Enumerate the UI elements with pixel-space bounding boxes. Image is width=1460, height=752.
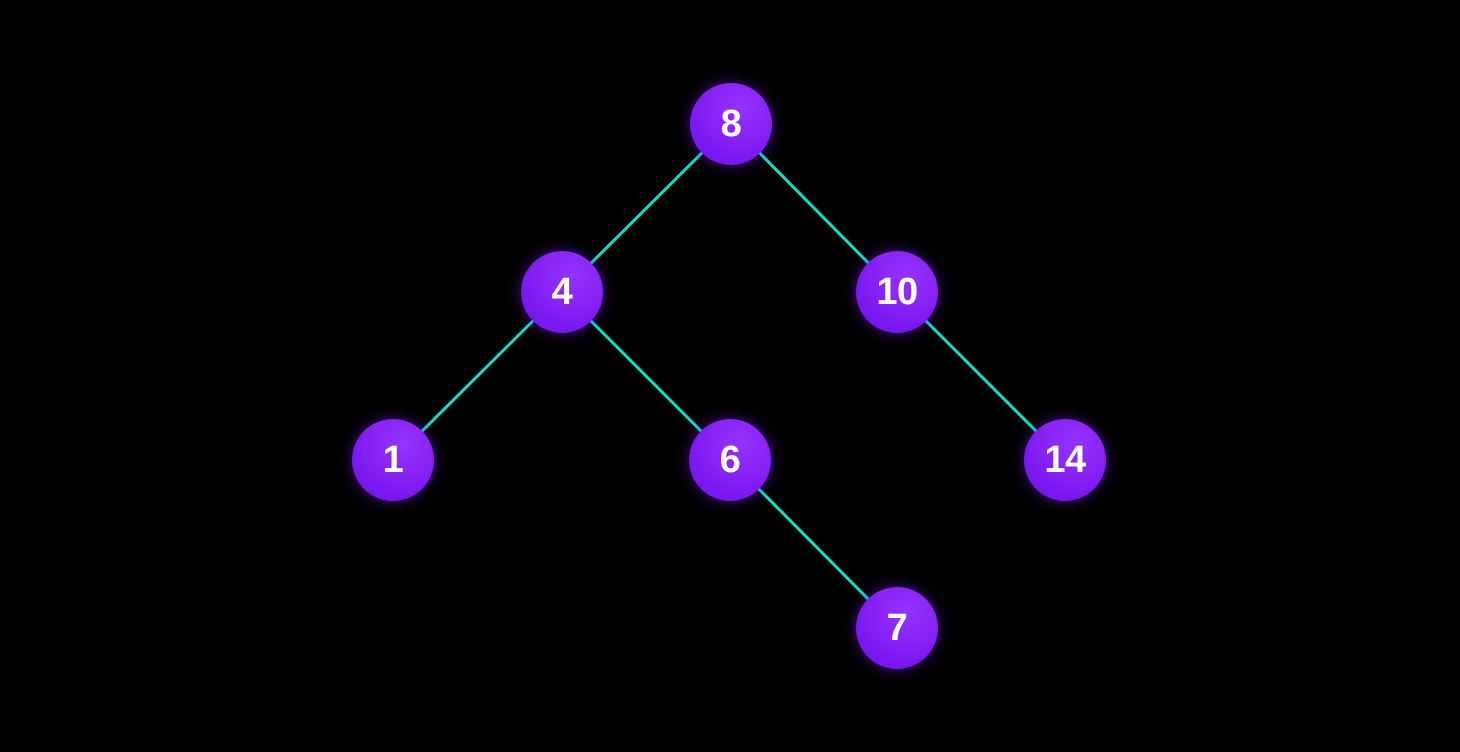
tree-node-label: 4 xyxy=(551,271,573,313)
tree-node-label: 7 xyxy=(886,607,908,649)
tree-node-label: 8 xyxy=(720,103,742,145)
tree-node-8[interactable]: 8 xyxy=(690,83,772,165)
tree-node-label: 1 xyxy=(382,439,404,481)
tree-node-label: 14 xyxy=(1044,439,1086,481)
tree-node-label: 10 xyxy=(876,271,918,313)
tree-node-6[interactable]: 6 xyxy=(689,419,771,501)
tree-node-1[interactable]: 1 xyxy=(352,419,434,501)
tree-node-label: 6 xyxy=(719,439,741,481)
tree-node-10[interactable]: 10 xyxy=(856,251,938,333)
tree-node-14[interactable]: 14 xyxy=(1024,419,1106,501)
tree-node-4[interactable]: 4 xyxy=(521,251,603,333)
tree-node-7[interactable]: 7 xyxy=(856,587,938,669)
